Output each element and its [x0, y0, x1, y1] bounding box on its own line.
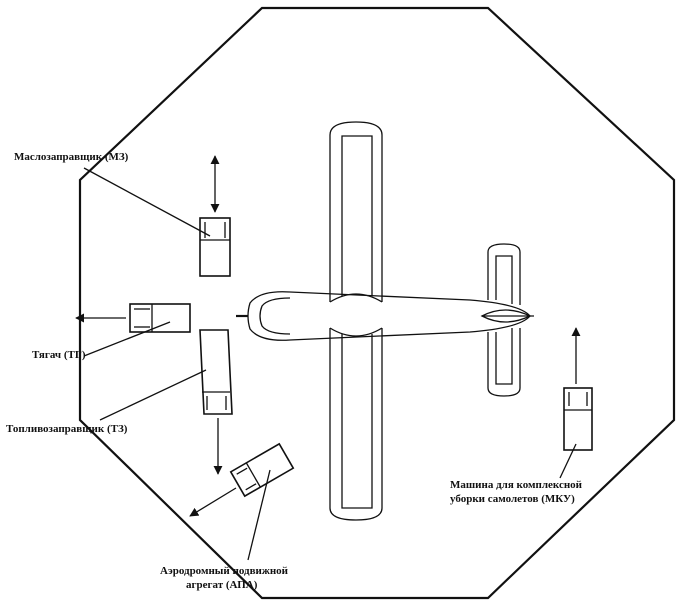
label-mku-line2: уборки самолетов (МКУ) — [450, 493, 575, 505]
aircraft-tail-upper — [487, 243, 521, 305]
aircraft-tail-lower — [487, 328, 521, 397]
vehicle-tg — [75, 303, 191, 333]
label-apa-line1: Аэродромный подвижной — [160, 565, 289, 577]
service-area-octagon — [78, 6, 676, 600]
vehicle-tz — [199, 329, 233, 475]
leader-tg — [83, 321, 171, 357]
vehicle-apa — [189, 442, 295, 517]
aircraft — [236, 121, 534, 521]
leader-tz — [99, 369, 207, 421]
vehicle-mz — [199, 155, 231, 277]
leader-apa — [247, 469, 271, 561]
label-mz: Маслозаправщик (МЗ) — [14, 151, 129, 163]
label-tz: Топливозаправщик (ТЗ) — [6, 423, 128, 435]
label-apa-line2: агрегат (АПА) — [186, 579, 258, 591]
vehicle-mku — [563, 327, 593, 451]
leader-mz — [83, 167, 211, 237]
label-tg: Тягач (ТГ) — [32, 349, 86, 361]
aircraft-nose — [247, 291, 291, 341]
aircraft-upper-wing — [329, 121, 383, 302]
label-mku-line1: Машина для комплексной — [450, 479, 583, 491]
aircraft-lower-wing — [329, 328, 383, 521]
leader-mku — [559, 443, 577, 479]
